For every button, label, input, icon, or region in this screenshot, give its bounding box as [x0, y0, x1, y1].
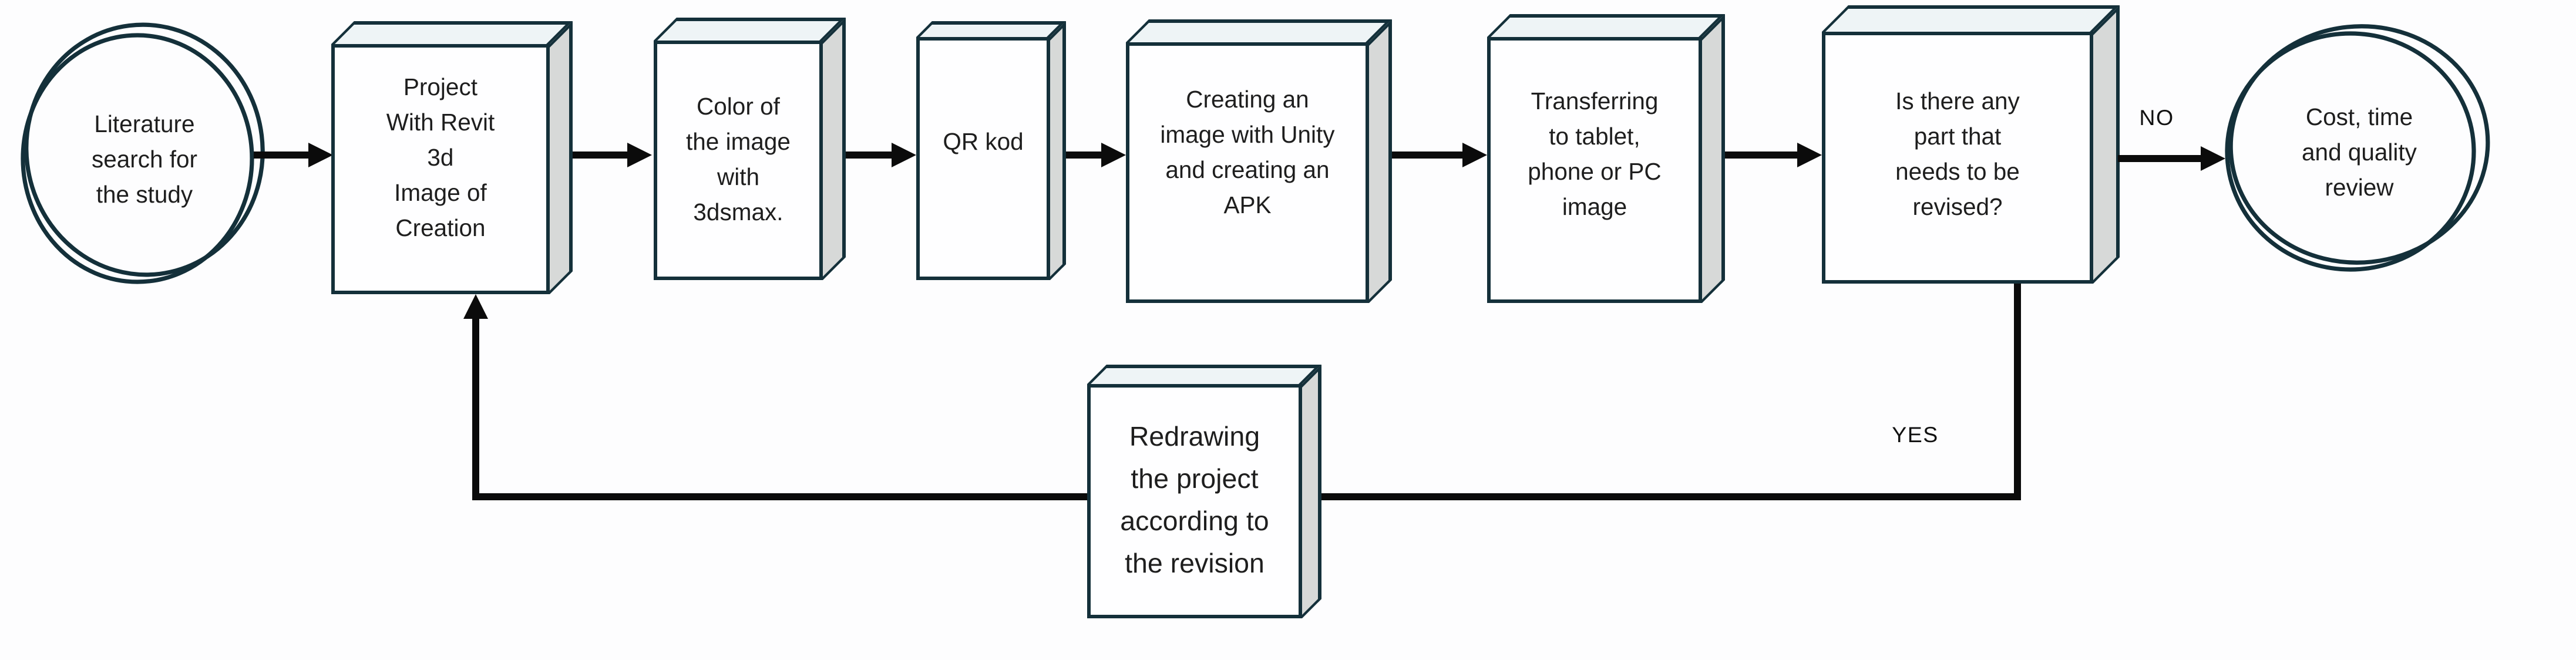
no-label: NO [2139, 106, 2174, 130]
box-side-face [1369, 19, 1392, 303]
node-text-line: needs to be [1895, 157, 2020, 184]
no-branch-line [2118, 155, 2202, 162]
box-front-face: Color of the image with 3dsmax. [654, 41, 823, 280]
arrowhead-right-icon [308, 143, 333, 167]
unity-box: Creating an image with Unity and creatin… [1126, 19, 1392, 303]
node-text-line: QR kod [943, 129, 1024, 155]
node-text-line: the image [686, 129, 791, 155]
node-text-line: Cost, time [2305, 104, 2413, 130]
node-text-line: review [2325, 174, 2394, 201]
box-front-face: QR kod [916, 37, 1050, 280]
node-text-line: the revision [1125, 548, 1265, 579]
node-text-line: image [1562, 194, 1627, 220]
arrowhead-up-icon [463, 294, 488, 319]
yes-label: YES [1892, 423, 1939, 447]
box-top-face [1087, 365, 1321, 384]
box-side-face [1302, 365, 1321, 618]
node-text-line: and creating an [1165, 157, 1330, 183]
ellipse-outline [2225, 24, 2490, 272]
node-text-line: Redrawing [1129, 422, 1260, 452]
box-side-face [550, 21, 573, 294]
node-text-line: with [717, 164, 759, 190]
node-text-line: according to [1120, 506, 1269, 537]
node-text-line: and quality [2302, 139, 2417, 166]
arrowhead-right-icon [2201, 146, 2225, 171]
box-top-face [331, 21, 573, 44]
arrow-unity-to-transfer [1392, 151, 1464, 159]
node-text-line: revised? [1912, 193, 2003, 220]
node-text-line: Literature [94, 111, 195, 137]
3dsmax-box: Color of the image with 3dsmax. [654, 18, 846, 280]
revise-box: Is there any part that needs to be revis… [1822, 5, 2120, 284]
box-front-face: Is there any part that needs to be revis… [1822, 32, 2093, 284]
node-text-line: image with Unity [1160, 122, 1335, 148]
node-text-line: Image of [394, 180, 487, 206]
arrowhead-right-icon [892, 143, 916, 167]
box-side-face [1050, 21, 1066, 280]
arrow-3dsmax-to-qr [846, 151, 893, 159]
yes-branch-horizontal-right-line [1321, 493, 2021, 500]
arrowhead-right-icon [627, 143, 652, 167]
box-top-face [654, 18, 846, 41]
node-text-line: search for [91, 146, 198, 173]
box-side-face [823, 18, 846, 280]
arrow-start-to-revit [254, 151, 310, 159]
box-side-face [1702, 14, 1725, 303]
arrowhead-right-icon [1462, 143, 1487, 167]
node-text-line: 3dsmax. [693, 199, 783, 225]
node-text-line: With Revit [386, 109, 495, 136]
qr-box: QR kod [916, 21, 1066, 280]
redraw-box: Redrawing the project according to the r… [1087, 365, 1321, 618]
node-text-line: part that [1913, 122, 2002, 149]
node-text-line: APK [1223, 192, 1272, 218]
arrowhead-right-icon [1797, 143, 1822, 167]
box-top-face [1822, 5, 2120, 32]
box-side-face [2093, 5, 2120, 284]
node-text-line: to tablet, [1549, 123, 1640, 150]
node-text-line: Project [403, 74, 477, 100]
node-text-line: 3d [427, 144, 454, 171]
transfer-box: Transferring to tablet, phone or PC imag… [1487, 14, 1725, 303]
node-text-line: Creation [395, 215, 486, 241]
node-text-line: Color of [697, 93, 780, 120]
box-front-face: Redrawing the project according to the r… [1087, 384, 1302, 618]
arrowhead-right-icon [1101, 143, 1126, 167]
feedback-horizontal-left-line [476, 493, 1087, 500]
node-text-line: the project [1131, 464, 1259, 494]
arrow-transfer-to-revise [1725, 151, 1799, 159]
feedback-up-line [472, 317, 479, 500]
node-text-line: Is there any [1895, 87, 2020, 114]
box-top-face [1126, 19, 1392, 42]
arrow-revit-to-3dsmax [573, 151, 629, 159]
box-front-face: Transferring to tablet, phone or PC imag… [1487, 37, 1702, 303]
node-text-line: Creating an [1186, 86, 1309, 113]
box-front-face: Project With Revit 3d Image of Creation [331, 44, 550, 294]
box-top-face [1487, 14, 1725, 37]
box-front-face: Creating an image with Unity and creatin… [1126, 42, 1369, 303]
node-text-line: phone or PC [1528, 159, 1662, 185]
arrow-qr-to-unity [1066, 151, 1103, 159]
yes-branch-down-line [2014, 284, 2021, 500]
box-top-face [916, 21, 1066, 37]
end-ellipse: Cost, time and quality review [2217, 24, 2502, 282]
ellipse-outline [21, 22, 265, 284]
revit-box: Project With Revit 3d Image of Creation [331, 21, 573, 294]
node-text-line: Transferring [1531, 88, 1659, 115]
start-ellipse: Literature search for the study [14, 21, 275, 289]
node-text-line: the study [96, 181, 193, 208]
